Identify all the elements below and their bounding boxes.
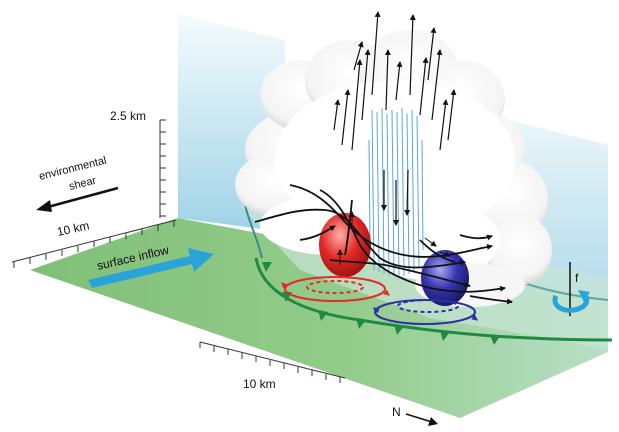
bottom-scale: [199, 341, 346, 383]
updraft-arrows: [333, 11, 457, 151]
vortex-lines: [254, 184, 513, 305]
bottom-scale-label: 10 km: [243, 377, 276, 391]
updraft-circulation: [281, 276, 390, 302]
north-arrow-icon: [405, 413, 438, 426]
surface-inflow-arrow-icon: [88, 248, 214, 288]
shear-label-line2: shear: [68, 175, 98, 193]
coriolis-rotation-icon: [552, 262, 590, 316]
gust-front: [254, 257, 613, 345]
left-scale: [11, 219, 177, 268]
left-scale-label: 10 km: [56, 218, 91, 238]
flow-arrows-small: [337, 211, 451, 265]
height-scale: [159, 119, 166, 218]
downdraft-circulation: [373, 299, 478, 325]
shear-label-line1: environmental: [38, 155, 108, 183]
north-label: N: [392, 405, 401, 419]
height-scale-label: 2.5 km: [110, 109, 146, 123]
coriolis-label: f: [575, 271, 579, 285]
shear-arrow-icon: [36, 186, 119, 212]
forward-flank-boundary: [244, 204, 263, 259]
downdraft-arrows: [381, 169, 411, 226]
